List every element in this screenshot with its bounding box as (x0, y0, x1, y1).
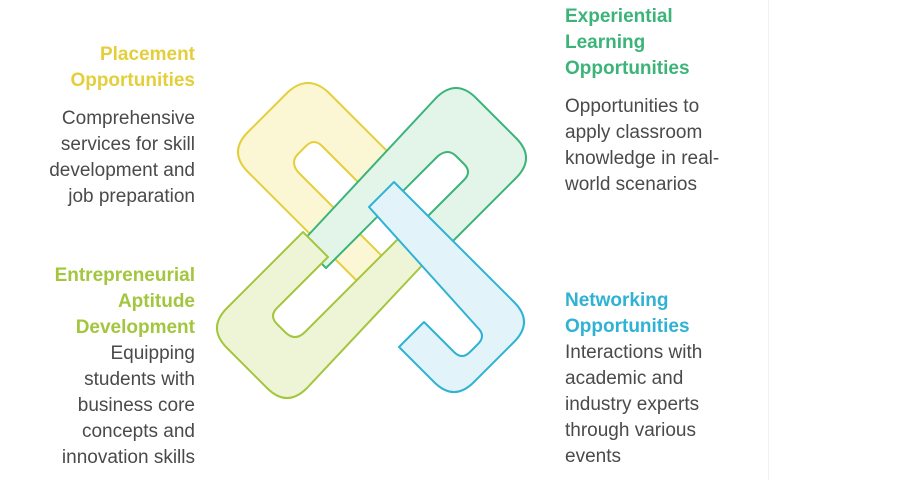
entrepreneurial-description: Equipping students with business core co… (0, 341, 195, 471)
placement-title-line-1: Placement (99, 44, 195, 65)
entrepreneurial-title: Entrepreneurial Aptitude Development (0, 263, 195, 341)
networking-desc-line-3: industry experts (565, 394, 700, 415)
placement-desc-line-2: services for skill (60, 134, 195, 155)
placement-desc-line-3: development and (49, 160, 195, 181)
entrepreneurial-desc-line-3: business core (77, 395, 195, 416)
entrepreneurial-desc-line-4: concepts and (81, 421, 195, 442)
entrepreneurial-title-line-3: Development (75, 317, 195, 338)
experiential-title: Experiential Learning Opportunities (565, 4, 785, 82)
entrepreneurial-title-line-1: Entrepreneurial (54, 265, 195, 286)
networking-description: Interactions with academic and industry … (565, 340, 785, 470)
placement-desc-line-1: Comprehensive (61, 108, 195, 129)
entrepreneurial-desc-line-5: innovation skills (61, 447, 195, 468)
networking-desc-line-1: Interactions with (565, 342, 703, 363)
networking-desc-line-5: events (565, 446, 621, 467)
networking-desc-line-4: through various (565, 420, 696, 441)
networking-title-line-1: Networking (565, 290, 669, 311)
placement-title: Placement Opportunities (0, 42, 195, 94)
placement-block: Placement Opportunities Comprehensive se… (0, 42, 195, 210)
entrepreneurial-desc-line-2: students with (84, 369, 195, 390)
placement-description: Comprehensive services for skill develop… (0, 106, 195, 210)
experiential-title-line-3: Opportunities (565, 58, 690, 79)
networking-desc-line-2: academic and (565, 368, 684, 389)
entrepreneurial-title-line-2: Aptitude (117, 291, 195, 312)
experiential-desc-line-1: Opportunities to (565, 96, 700, 117)
entrepreneurial-link (216, 231, 431, 399)
placement-title-line-2: Opportunities (70, 70, 195, 91)
entrepreneurial-block: Entrepreneurial Aptitude Development Equ… (0, 263, 195, 471)
experiential-desc-line-3: knowledge in real- (565, 148, 720, 169)
networking-block: Networking Opportunities Interactions wi… (565, 288, 785, 470)
entrepreneurial-desc-line-1: Equipping (110, 343, 195, 364)
experiential-description: Opportunities to apply classroom knowled… (565, 94, 785, 198)
edge-divider (768, 0, 769, 480)
networking-title: Networking Opportunities (565, 288, 785, 340)
networking-title-line-2: Opportunities (565, 316, 690, 337)
experiential-title-line-2: Learning (565, 32, 646, 53)
experiential-title-line-1: Experiential (565, 6, 673, 27)
networking-link (368, 181, 525, 393)
interlocking-links-icon (216, 82, 527, 399)
placement-desc-line-4: job preparation (68, 186, 195, 207)
experiential-desc-line-4: world scenarios (565, 174, 697, 195)
experiential-desc-line-2: apply classroom (565, 122, 703, 143)
experiential-block: Experiential Learning Opportunities Oppo… (565, 4, 785, 198)
